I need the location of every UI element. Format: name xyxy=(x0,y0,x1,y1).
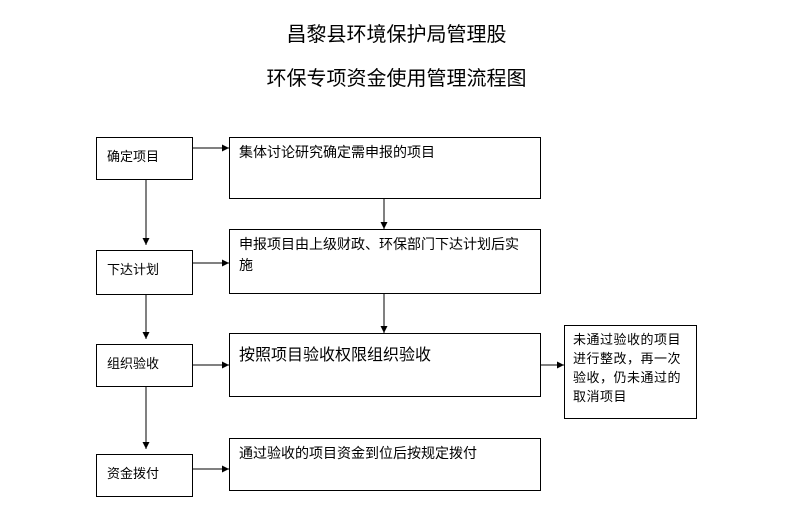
step-label-2: 下达计划 xyxy=(107,263,160,278)
step-box-2: 下达计划 xyxy=(96,250,193,295)
description-text-1: 集体讨论研究确定需申报的项目 xyxy=(239,145,435,161)
failure-note-box: 未通过验收的项目进行整改，再一次验收，仍未通过的取消项目 xyxy=(564,325,697,419)
step-label-1: 确定项目 xyxy=(107,150,160,165)
description-text-3: 按照项目验收权限组织验收 xyxy=(239,345,432,364)
step-label-3: 组织验收 xyxy=(107,357,160,372)
title-line-1: 昌黎县环境保护局管理股 xyxy=(286,22,507,46)
step-box-4: 资金拨付 xyxy=(96,454,193,497)
description-box-4: 通过验收的项目资金到位后按规定拨付 xyxy=(229,438,541,491)
step-label-4: 资金拨付 xyxy=(107,467,160,482)
step-box-3: 组织验收 xyxy=(96,344,193,387)
description-box-3: 按照项目验收权限组织验收 xyxy=(229,333,541,397)
failure-note-text: 未通过验收的项目进行整改，再一次验收，仍未通过的取消项目 xyxy=(573,333,682,405)
step-box-1: 确定项目 xyxy=(96,137,193,180)
title-line-2: 环保专项资金使用管理流程图 xyxy=(266,66,527,90)
description-box-2: 申报项目由上级财政、环保部门下达计划后实施 xyxy=(229,229,541,294)
description-text-4: 通过验收的项目资金到位后按规定拨付 xyxy=(239,446,477,462)
description-box-1: 集体讨论研究确定需申报的项目 xyxy=(229,137,541,199)
description-text-2: 申报项目由上级财政、环保部门下达计划后实施 xyxy=(239,237,519,274)
